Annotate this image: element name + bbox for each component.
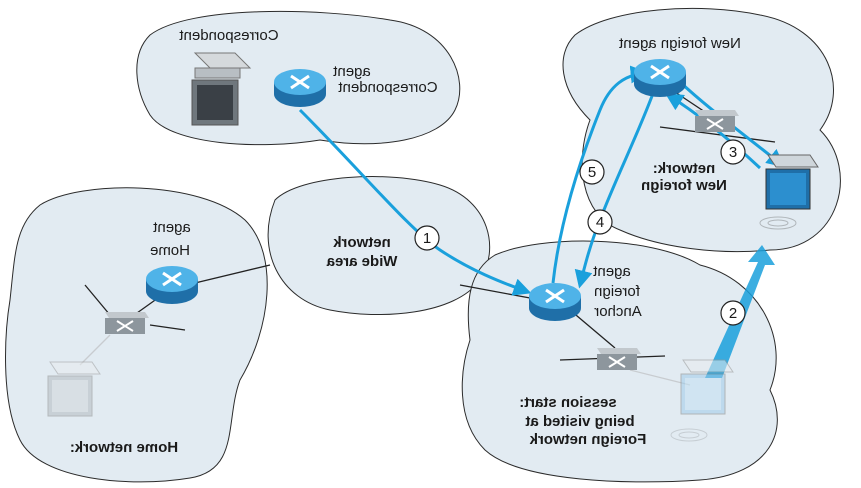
- router-icon: [146, 266, 198, 304]
- new-foreign-network-label-line2: network:: [653, 160, 716, 177]
- desktop-icon: [191, 52, 252, 126]
- foreign-network-label-line2: being visited at: [525, 413, 634, 430]
- wire-home-lan-a: [84, 284, 111, 316]
- anchor-agent-label-line3: agent: [592, 263, 630, 280]
- svg-text:4: 4: [596, 214, 604, 231]
- svg-text:5: 5: [588, 164, 596, 181]
- wide-area-label-line2: network: [333, 234, 391, 251]
- wire-home-agent-to-wan: [194, 264, 271, 284]
- svg-text:3: 3: [729, 144, 737, 161]
- switch-icon: [105, 312, 149, 334]
- switch-icon: [695, 110, 739, 132]
- router-icon: [274, 69, 326, 107]
- home-agent-label-line2: agent: [152, 219, 190, 236]
- foreign-network-label-line3: session start:: [519, 394, 617, 411]
- anchor-agent-label-line2: foreign: [594, 283, 640, 300]
- wire-wan-to-anchor: [459, 284, 531, 299]
- new-foreign-agent-label: New foreign agent: [618, 35, 741, 52]
- step-1-marker: 1: [414, 225, 440, 251]
- new-foreign-network-label-line1: New foreign: [641, 177, 727, 194]
- arrow-step-5: [551, 65, 649, 284]
- home-network-cloud: [5, 187, 268, 483]
- correspondent-host-label: Correspondent: [179, 27, 279, 44]
- wire-anchor-to-switch: [569, 309, 616, 349]
- router-icon: [634, 59, 686, 97]
- step-4-marker: 4: [587, 209, 613, 235]
- home-network-label: Home network:: [70, 439, 178, 456]
- svg-text:1: 1: [423, 230, 431, 247]
- step-2-marker: 2: [720, 300, 746, 326]
- correspondent-agent-label-line2: agent: [332, 63, 370, 80]
- foreign-network-label-line1: Foreign network: [529, 431, 646, 448]
- laptop-icon-faded: [47, 361, 101, 417]
- step-5-marker: 5: [579, 159, 605, 185]
- wire-foreign-lan-faded: [629, 369, 691, 386]
- correspondent-agent-label-line1: Correspondent: [338, 79, 438, 96]
- svg-text:2: 2: [729, 305, 737, 322]
- laptop-icon: [759, 154, 819, 230]
- switch-icon: [597, 348, 641, 370]
- router-icon: [529, 283, 581, 321]
- wire-home-lan-faded: [79, 334, 111, 366]
- wide-area-label-line1: Wide area: [326, 253, 397, 270]
- laptop-icon-faded: [670, 359, 734, 442]
- step-3-marker: 3: [720, 139, 746, 165]
- wire-home-lan-b: [149, 324, 186, 331]
- home-agent-label-line1: Home: [150, 242, 190, 259]
- anchor-agent-label-line1: Anchor: [594, 303, 642, 320]
- wire-new-lan: [659, 126, 776, 143]
